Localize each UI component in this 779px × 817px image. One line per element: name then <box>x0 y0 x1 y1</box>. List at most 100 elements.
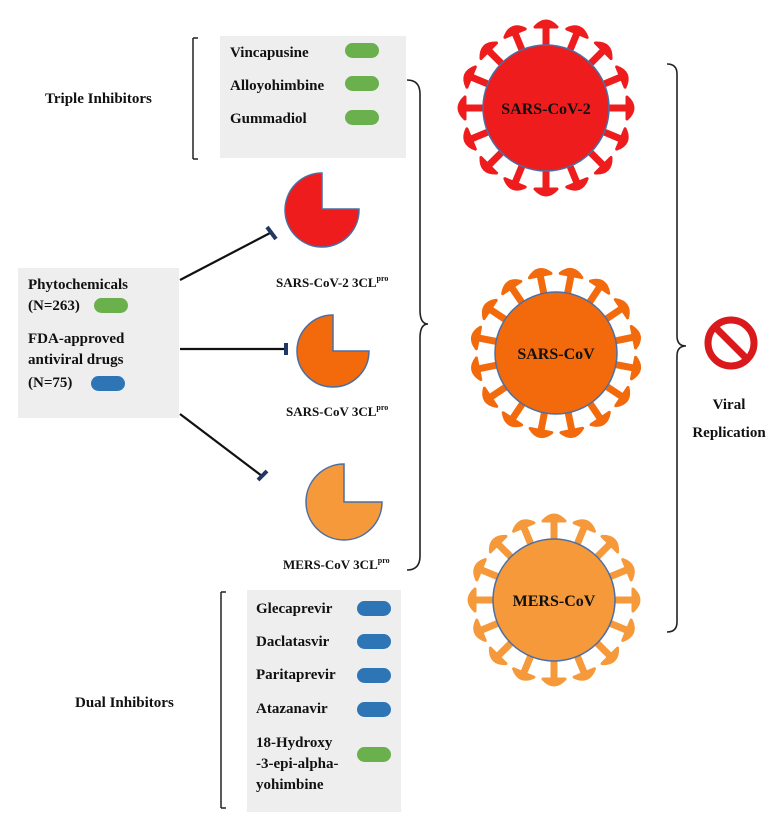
fda-label-line2: antiviral drugs <box>28 352 124 368</box>
spike <box>572 654 596 681</box>
spike <box>593 534 620 561</box>
viral-label: Viral <box>713 397 746 413</box>
blue-pill-icon <box>357 601 391 616</box>
green-pill-icon <box>345 110 379 125</box>
spike <box>528 411 554 439</box>
sars-cov-2-protease-label: SARS-CoV-2 3CLpro <box>276 274 388 290</box>
triple-item-2: Alloyohimbine <box>230 78 325 94</box>
sars-cov-2-protease-shape <box>284 172 360 248</box>
spike <box>463 65 491 89</box>
virus-body <box>494 291 618 415</box>
phytochemicals-count: (N=263) <box>28 298 80 314</box>
spike <box>587 41 613 67</box>
spike <box>565 25 589 53</box>
spike <box>541 513 567 540</box>
spike <box>601 65 629 89</box>
spike <box>558 267 584 295</box>
spike <box>501 401 526 428</box>
fda-count: (N=75) <box>28 375 72 391</box>
spike <box>479 149 505 175</box>
sars-cov-protease-shape <box>296 314 370 388</box>
spike <box>614 587 641 613</box>
dual-item-5-line2: -3-epi-alpha- <box>256 756 339 772</box>
green-pill-icon <box>94 298 128 313</box>
dual-inhibitors-group: Dual Inhibitors Glecaprevir Daclatasvir … <box>75 590 401 812</box>
spike <box>572 519 596 546</box>
replication-label: Replication <box>692 425 766 441</box>
dual-item-5-line3: yohimbine <box>256 777 324 793</box>
sars-cov-label: SARS-CoV <box>517 346 595 363</box>
dual-item-4: Atazanavir <box>256 701 328 717</box>
dual-item-2: Daclatasvir <box>256 634 330 650</box>
spike <box>501 279 526 306</box>
prohibition-icon <box>704 316 758 370</box>
mers-cov-protease-shape <box>305 463 383 541</box>
spike-ring <box>457 19 635 197</box>
spike <box>463 127 491 151</box>
sars-cov-virus: SARS-CoV <box>470 267 642 439</box>
spike <box>608 618 635 642</box>
spike <box>565 163 589 191</box>
replication-bracket <box>666 63 687 633</box>
source-panel <box>18 268 179 418</box>
green-pill-icon <box>345 76 379 91</box>
spike <box>512 654 536 681</box>
spike <box>608 558 635 582</box>
sars-cov-2-label: SARS-CoV-2 <box>501 101 590 118</box>
dual-bracket <box>220 591 226 809</box>
triple-bracket <box>192 37 198 160</box>
blue-pill-icon <box>357 634 391 649</box>
spike <box>473 558 500 582</box>
spike <box>559 411 585 438</box>
virus-body <box>482 44 610 172</box>
triple-item-3: Gummadiol <box>230 111 307 127</box>
mers-cov-virus: MERS-CoV <box>467 513 641 687</box>
dual-inhibitors-label: Dual Inhibitors <box>75 695 174 711</box>
spike <box>467 587 494 613</box>
spike <box>608 95 635 121</box>
spike <box>533 170 559 197</box>
spike <box>586 400 611 427</box>
triple-item-1: Vincapusine <box>230 45 309 61</box>
protease-brace <box>406 79 429 571</box>
sars-cov-protease-label: SARS-CoV 3CLpro <box>286 403 388 419</box>
spike <box>604 383 631 408</box>
spike <box>479 41 505 67</box>
dual-item-1: Glecaprevir <box>256 601 333 617</box>
spike <box>614 355 642 381</box>
source-panel-group: Phytochemicals (N=263) FDA-approved anti… <box>18 268 179 418</box>
spike-ring <box>467 513 641 687</box>
spike-ring <box>470 267 642 439</box>
spike <box>457 95 484 121</box>
spike <box>481 298 508 323</box>
triple-inhibitors-label: Triple Inhibitors <box>45 91 152 107</box>
spike <box>586 278 611 305</box>
spike <box>512 519 536 546</box>
dual-item-3: Paritaprevir <box>256 667 336 683</box>
spike <box>601 127 629 151</box>
arrow-to-sars-cov-2-protease <box>179 231 273 281</box>
virus-body <box>492 538 616 662</box>
spike <box>473 618 500 642</box>
dual-item-5-line1: 18-Hydroxy <box>256 735 333 751</box>
spike <box>488 639 515 666</box>
mers-cov-label: MERS-CoV <box>513 593 596 610</box>
spike <box>482 383 509 408</box>
spike <box>533 19 559 46</box>
spike <box>488 534 515 561</box>
sars-cov-2-virus: SARS-CoV-2 <box>457 19 635 197</box>
blue-pill-icon <box>357 702 391 717</box>
inhibition-arrows <box>179 225 288 482</box>
green-pill-icon <box>357 747 391 762</box>
mers-cov-protease-label: MERS-CoV 3CLpro <box>283 556 390 572</box>
blue-pill-icon <box>91 376 125 391</box>
spike <box>527 268 553 295</box>
spike <box>603 298 630 323</box>
blue-pill-icon <box>357 668 391 683</box>
spike <box>593 639 620 666</box>
spike <box>470 325 498 351</box>
spike <box>471 356 498 382</box>
spike <box>541 660 567 687</box>
green-pill-icon <box>345 43 379 58</box>
